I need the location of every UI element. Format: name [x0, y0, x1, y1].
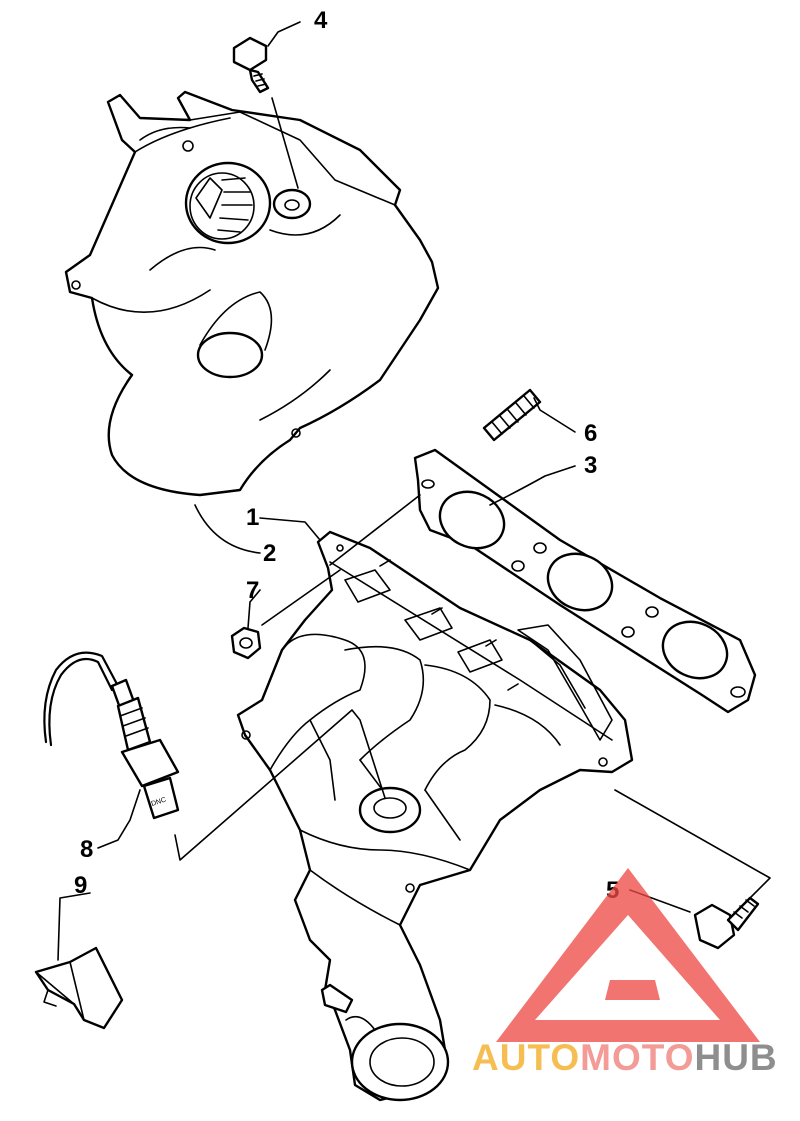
watermark-auto: AUTO	[472, 1037, 580, 1078]
callout-7: 7	[246, 577, 259, 604]
nut	[230, 626, 262, 660]
stud	[482, 388, 542, 442]
svg-text:AUTOMOTOHUB: AUTOMOTOHUB	[472, 1037, 778, 1078]
leader-lines	[57, 21, 771, 961]
exhaust-manifold	[236, 530, 634, 1102]
gasket	[413, 448, 757, 714]
callout-8: 8	[80, 836, 93, 863]
callout-3: 3	[584, 452, 597, 479]
bolt-bottom-right	[693, 896, 760, 950]
callout-1: 1	[246, 504, 259, 531]
callout-9: 9	[74, 872, 87, 899]
watermark-moto: MOTO	[580, 1037, 694, 1078]
watermark-hub: HUB	[694, 1037, 777, 1078]
watermark-triangle-icon	[496, 868, 760, 1042]
heat-shield	[64, 90, 440, 497]
sensor-marking: DNC	[150, 797, 167, 808]
callout-4: 4	[314, 7, 328, 34]
watermark-logo: AUTOMOTOHUB	[472, 868, 778, 1078]
callout-2: 2	[263, 540, 276, 567]
sensor-clip	[34, 946, 124, 1030]
oxygen-sensor: DNC	[43, 651, 180, 820]
callout-6: 6	[584, 420, 597, 447]
bolt-top	[232, 36, 270, 94]
